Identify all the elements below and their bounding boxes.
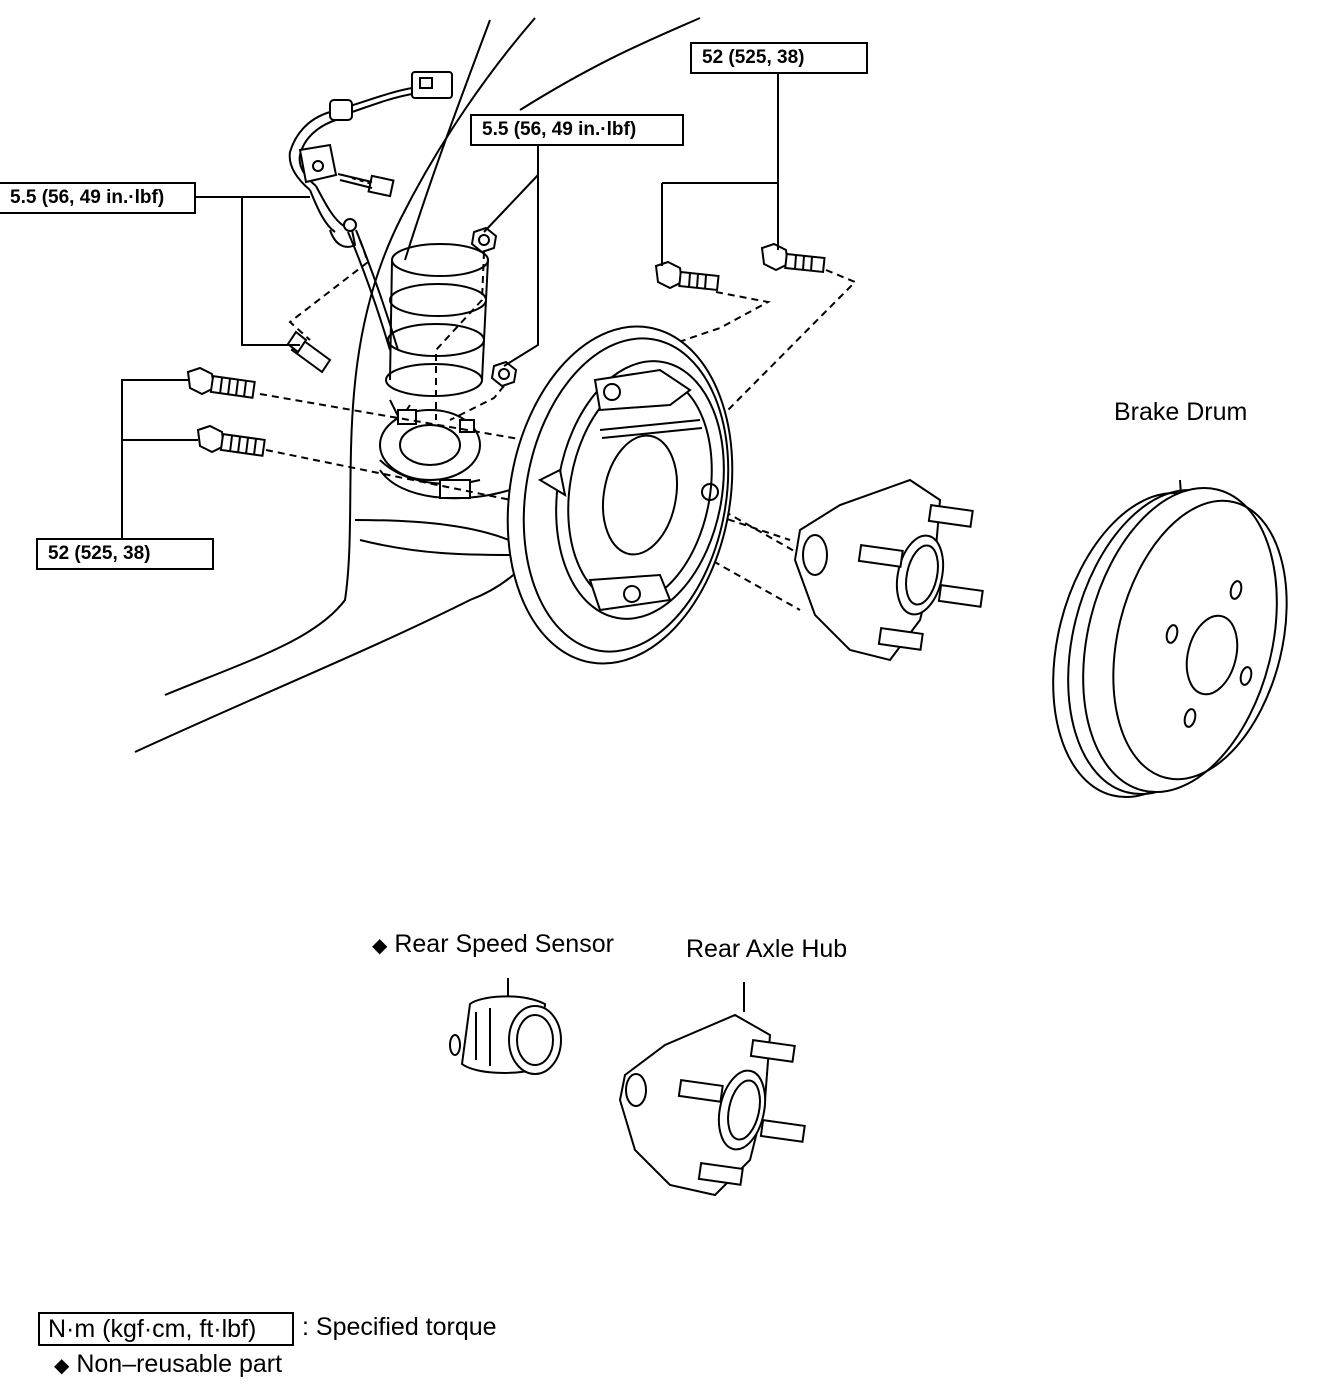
torque-leader-lines xyxy=(122,72,778,540)
rear-speed-sensor-part xyxy=(450,978,561,1074)
non-reusable-marker-icon: ◆ xyxy=(372,935,388,957)
brake-drum xyxy=(1023,467,1314,817)
non-reusable-legend-text: Non–reusable part xyxy=(76,1350,283,1378)
rear-axle-hub-part xyxy=(620,982,805,1195)
legend-torque-desc: : Specified torque xyxy=(302,1313,497,1341)
harness-bolt-lower xyxy=(288,332,330,372)
torque-label-left-upper: 5.5 (56, 49 in.·lbf) xyxy=(0,182,196,214)
harness-bracket-bolt xyxy=(338,174,393,196)
sensor-nuts xyxy=(472,228,516,386)
rear-axle-hub-label: Rear Axle Hub xyxy=(686,935,848,963)
speed-sensor-harness xyxy=(290,72,452,350)
rear-speed-sensor-label: ◆ Rear Speed Sensor xyxy=(372,930,614,959)
legend-non-reusable: ◆ Non–reusable part xyxy=(54,1350,282,1379)
brake-drum-label: Brake Drum xyxy=(1114,398,1248,426)
coil-spring xyxy=(386,244,488,396)
non-reusable-legend-icon: ◆ xyxy=(54,1355,70,1377)
axle-hub-installed xyxy=(795,480,983,660)
backing-plate-bolts-top xyxy=(656,244,825,290)
brake-backing-plate xyxy=(482,308,758,681)
torque-label-top-right: 52 (525, 38) xyxy=(690,42,868,74)
legend-torque-unit-box: N·m (kgf·cm, ft·lbf) xyxy=(38,1312,294,1346)
rear-speed-sensor-text: Rear Speed Sensor xyxy=(394,930,614,958)
torque-label-left-lower: 52 (525, 38) xyxy=(36,538,214,570)
axle-beam xyxy=(380,400,510,498)
backing-plate-bolts-left xyxy=(188,368,265,456)
torque-label-top-mid: 5.5 (56, 49 in.·lbf) xyxy=(470,114,684,146)
